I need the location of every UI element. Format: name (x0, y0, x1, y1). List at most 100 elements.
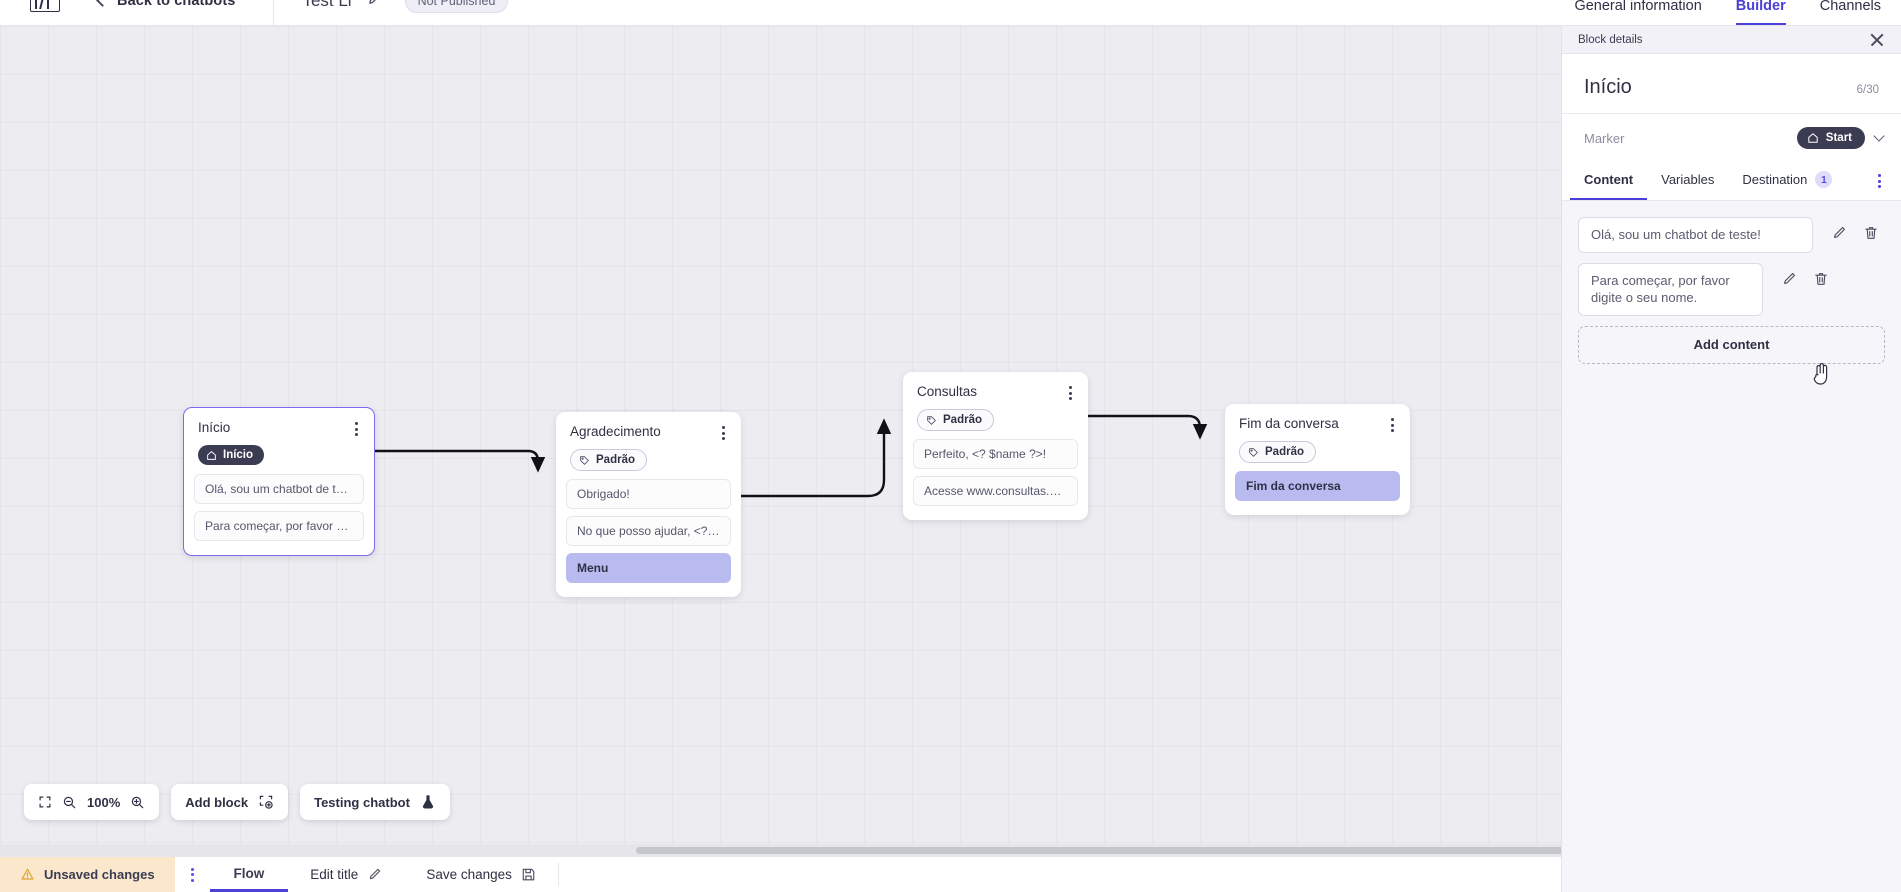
connector-inicio-agradecimento (375, 449, 546, 473)
block-tag-label: Início (223, 449, 254, 461)
panel-title: Início (1584, 76, 1632, 98)
fit-screen-icon[interactable] (38, 795, 52, 809)
pencil-icon[interactable] (1831, 225, 1847, 241)
block-row[interactable]: No que posso ajudar, <? $name ... (566, 516, 731, 546)
block-header: Início (184, 408, 374, 438)
unsaved-changes-banner: Unsaved changes (0, 857, 175, 892)
block-title: Agradecimento (570, 424, 661, 439)
trash-icon[interactable] (1863, 225, 1879, 241)
panel-block-count: 6/30 (1856, 84, 1879, 96)
block-row[interactable]: Obrigado! (566, 479, 731, 509)
marker-control: Start (1796, 127, 1885, 149)
block-kebab-menu-icon[interactable] (718, 424, 729, 442)
marker-row: Marker Start (1562, 114, 1901, 162)
block-header: Fim da conversa (1225, 404, 1410, 434)
status-tab-flow[interactable]: Flow (209, 857, 289, 892)
connector-agradecimento-consultas (741, 418, 892, 498)
block-row[interactable]: Olá, sou um chatbot de teste! (194, 473, 364, 504)
add-block-button[interactable]: Add block (171, 784, 289, 820)
panel-tabs: Content Variables Destination 1 (1562, 162, 1901, 201)
content-item: Olá, sou um chatbot de teste! (1578, 217, 1885, 254)
block-tag-padrao[interactable]: Padrão (1239, 441, 1316, 463)
home-icon (1808, 133, 1818, 143)
block-kebab-menu-icon[interactable] (1387, 416, 1398, 434)
panel-header-title: Block details (1578, 33, 1643, 46)
status-divider (557, 863, 559, 886)
add-content-button[interactable]: Add content (1578, 325, 1885, 364)
block-tag-padrao[interactable]: Padrão (570, 449, 647, 471)
block-row[interactable]: Perfeito, <? $name ?>! (913, 439, 1078, 469)
zoom-level: 100% (87, 794, 121, 810)
block-tag-start[interactable]: Início (198, 445, 265, 465)
block-row-menu[interactable]: Menu (566, 553, 731, 583)
tab-channels[interactable]: Channels (1819, 0, 1881, 14)
block-row-fim[interactable]: Fim da conversa (1235, 471, 1400, 501)
content-item: Para começar, por favor digite o seu nom… (1578, 263, 1885, 316)
block-kebab-menu-icon[interactable] (1065, 384, 1076, 402)
save-changes-button[interactable]: Save changes (404, 857, 558, 892)
tag-icon (580, 455, 589, 465)
destination-count-badge: 1 (1815, 171, 1833, 188)
block-row[interactable]: Para começar, por favor digite o ... (194, 510, 364, 541)
content-text[interactable]: Para começar, por favor digite o seu nom… (1578, 263, 1763, 316)
flask-icon (420, 794, 436, 810)
chevron-down-icon[interactable] (1873, 130, 1885, 142)
panel-tab-label: Variables (1661, 172, 1715, 187)
floppy-disk-icon (522, 868, 535, 881)
zoom-out-icon[interactable] (62, 795, 77, 810)
toolbar-divider (273, 0, 275, 26)
add-block-icon (258, 794, 274, 810)
back-to-chatbots-button[interactable]: Back to chatbots (96, 0, 236, 9)
block-row[interactable]: Acesse www.consultas.com par... (913, 476, 1078, 506)
add-block-label: Add block (185, 794, 249, 810)
testing-chatbot-button[interactable]: Testing chatbot (300, 784, 450, 820)
flow-block-inicio[interactable]: Início Início Olá, sou um chatbot de tes… (183, 407, 375, 556)
pencil-icon[interactable] (366, 0, 383, 12)
block-tag-label: Padrão (1265, 446, 1304, 458)
block-tag-row: Padrão (903, 402, 1088, 439)
block-tag-padrao[interactable]: Padrão (917, 409, 994, 431)
content-actions (1763, 263, 1835, 287)
close-icon[interactable] (1869, 32, 1885, 48)
flow-block-consultas[interactable]: Consultas Padrão Perfeito, <? $name ?>! … (903, 372, 1088, 520)
edit-title-button[interactable]: Edit title (288, 857, 404, 892)
status-kebab-menu-icon[interactable] (175, 857, 210, 892)
testing-chatbot-label: Testing chatbot (314, 794, 410, 810)
panel-tab-variables[interactable]: Variables (1647, 162, 1728, 200)
block-tag-row: Padrão (556, 442, 741, 479)
edit-title-label: Edit title (310, 867, 359, 882)
flow-canvas[interactable]: Início Início Olá, sou um chatbot de tes… (0, 26, 1561, 856)
flow-block-agradecimento[interactable]: Agradecimento Padrão Obrigado! No que po… (556, 412, 741, 597)
panel-tab-destination[interactable]: Destination 1 (1728, 162, 1846, 200)
block-tag-label: Padrão (596, 454, 635, 466)
back-to-chatbots-label: Back to chatbots (117, 0, 236, 9)
status-badge: Not Published (404, 0, 509, 13)
connector-consultas-fim (1088, 414, 1208, 440)
panel-content-list: Olá, sou um chatbot de teste! (1562, 201, 1901, 892)
panel-tabs-kebab-menu-icon[interactable] (1866, 162, 1893, 200)
marker-start-badge[interactable]: Start (1796, 127, 1865, 149)
save-changes-label: Save changes (426, 867, 512, 882)
app-logo-icon[interactable] (30, 0, 60, 12)
panel-title-row: Início 6/30 (1562, 54, 1901, 114)
marker-value: Start (1825, 132, 1852, 144)
bottom-status-bar: Unsaved changes Flow Edit title Save cha… (0, 856, 1561, 892)
chevron-left-icon (96, 0, 109, 7)
tab-general-information[interactable]: General information (1574, 0, 1702, 14)
zoom-in-icon[interactable] (130, 795, 145, 810)
block-kebab-menu-icon[interactable] (351, 420, 362, 438)
zoom-controls[interactable]: 100% (24, 784, 160, 820)
unsaved-changes-label: Unsaved changes (44, 867, 155, 882)
horizontal-scrollbar[interactable] (0, 844, 1561, 856)
pencil-icon (370, 868, 381, 880)
warning-triangle-icon (21, 868, 34, 880)
trash-icon[interactable] (1813, 271, 1829, 287)
pencil-icon[interactable] (1781, 271, 1797, 287)
content-text[interactable]: Olá, sou um chatbot de teste! (1578, 217, 1813, 254)
panel-tab-label: Content (1584, 172, 1634, 187)
panel-tab-content[interactable]: Content (1570, 162, 1648, 200)
scrollbar-thumb[interactable] (636, 847, 1561, 854)
flow-block-fim-da-conversa[interactable]: Fim da conversa Padrão Fim da conversa (1225, 404, 1410, 515)
tab-builder[interactable]: Builder (1735, 0, 1786, 25)
block-title: Consultas (917, 384, 978, 399)
